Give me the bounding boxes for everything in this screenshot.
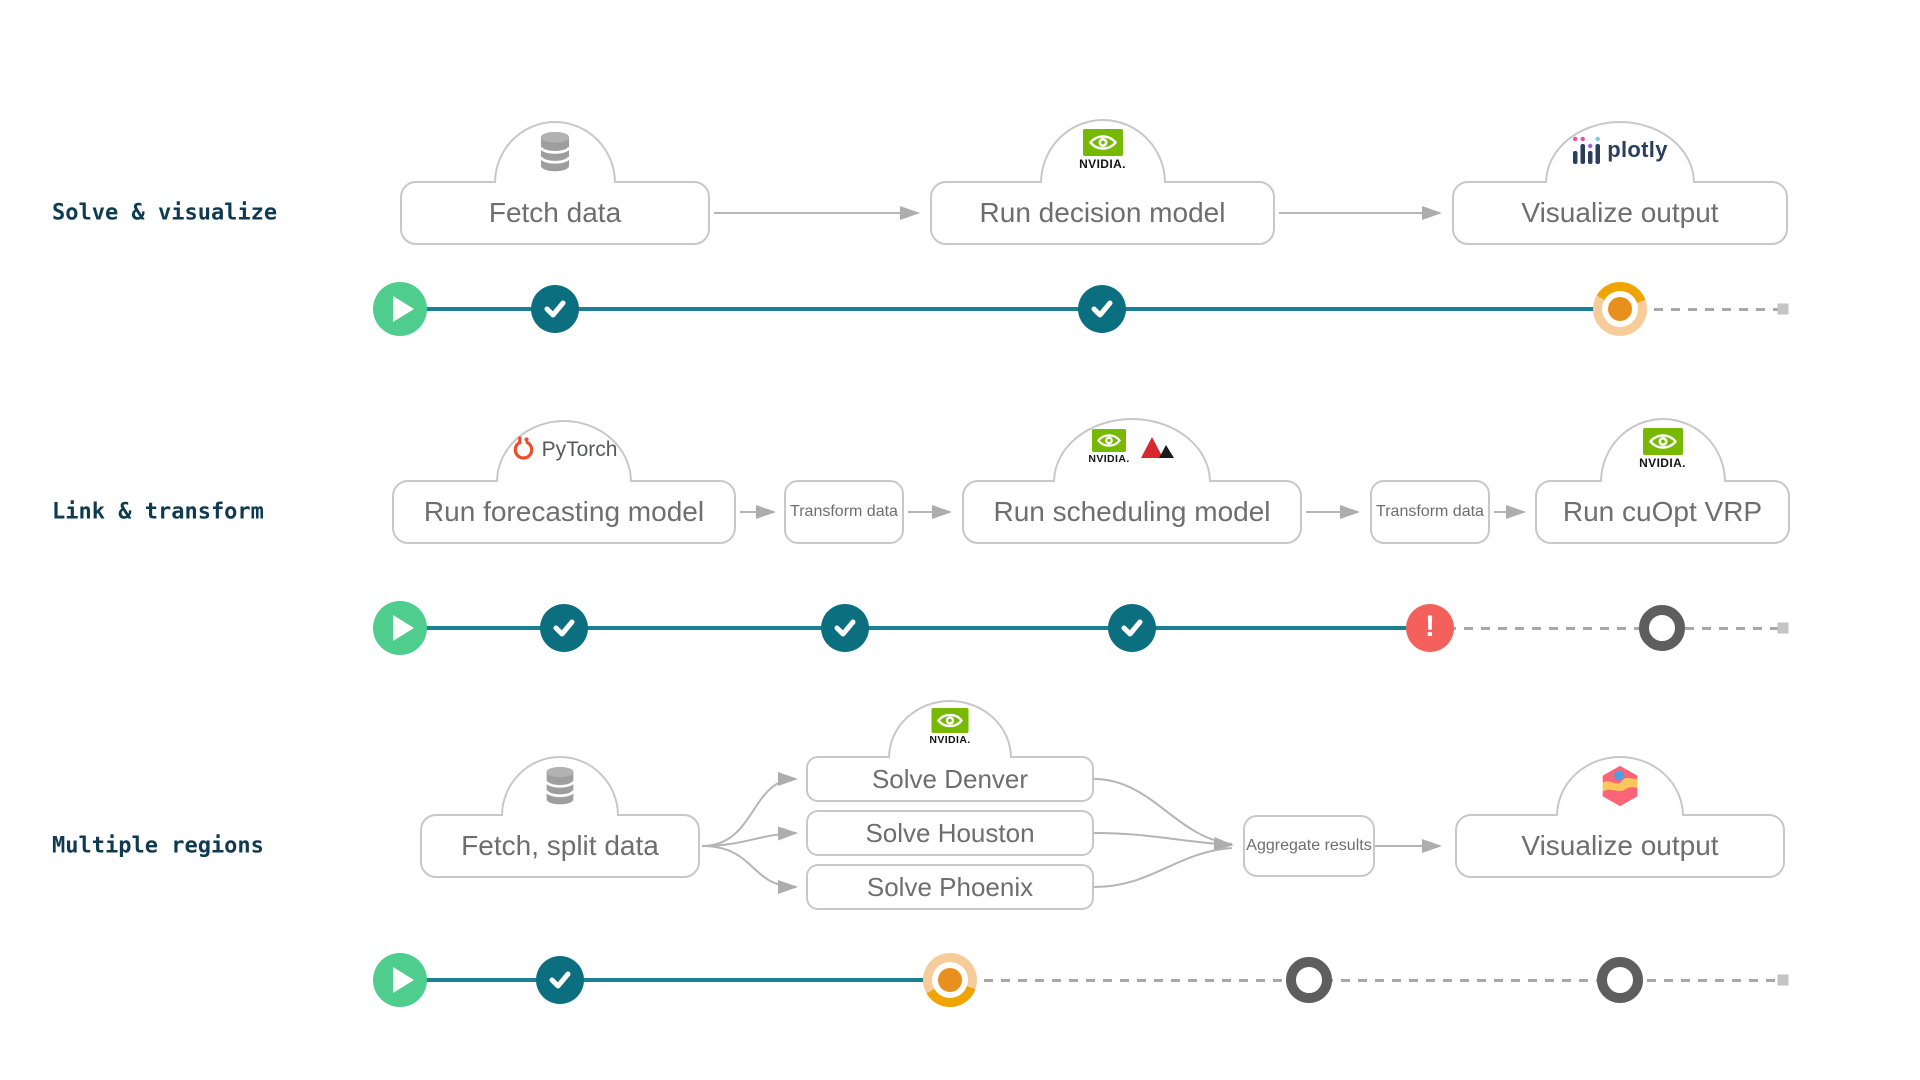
node-transform-data-2: Transform data <box>1370 480 1490 544</box>
node-label: Fetch, split data <box>461 830 659 861</box>
node-label: Visualize output <box>1521 830 1719 861</box>
row-label-solve-visualize: Solve & visualize <box>52 200 278 226</box>
node-transform-data-1: Transform data <box>784 480 904 544</box>
node-label: Transform data <box>790 503 898 520</box>
mountains-logo-icon <box>1140 437 1174 458</box>
row-label-multiple-regions: Multiple regions <box>52 833 264 859</box>
nvidia-wordmark: NVIDIA. <box>1079 157 1126 171</box>
play-icon <box>373 601 427 655</box>
pending-icon <box>1639 605 1685 651</box>
end-marker <box>1777 303 1789 315</box>
node-fetch-data: Fetch data <box>400 121 710 245</box>
check-icon <box>536 956 584 1004</box>
nvidia-wordmark: NVIDIA. <box>1639 456 1686 470</box>
node-visualize-output: plotly Visualize output <box>1452 121 1788 245</box>
node-label: Fetch data <box>488 197 622 228</box>
pending-icon <box>1286 957 1332 1003</box>
node-label: Aggregate results <box>1246 837 1372 854</box>
node-label: Visualize output <box>1521 197 1719 228</box>
node-label: Solve Phoenix <box>866 871 1034 902</box>
node-run-cuopt-vrp: NVIDIA. Run cuOpt VRP <box>1535 418 1790 544</box>
plotly-wordmark: plotly <box>1607 137 1668 162</box>
check-icon <box>1078 285 1126 333</box>
node-visualize-output-regions: Visualize output <box>1455 756 1785 878</box>
node-run-scheduling-model: NVIDIA. Run scheduling model <box>962 418 1302 544</box>
check-icon <box>531 285 579 333</box>
error-icon: ! <box>1406 604 1454 652</box>
node-label: Solve Denver <box>871 763 1029 794</box>
node-label: Transform data <box>1376 503 1484 520</box>
node-run-forecasting-model: PyTorch Run forecasting model <box>392 420 736 544</box>
node-label: Run decision model <box>979 197 1226 228</box>
nvidia-wordmark: NVIDIA. <box>929 734 971 746</box>
node-fetch-split-data: Fetch, split data <box>420 756 700 878</box>
play-icon <box>373 282 427 336</box>
nvidia-wordmark: NVIDIA. <box>1088 453 1130 465</box>
row-label-link-transform: Link & transform <box>52 499 264 525</box>
pending-icon <box>1597 957 1643 1003</box>
node-solve-denver: NVIDIA. Solve Denver <box>806 700 1094 802</box>
end-marker <box>1777 622 1789 634</box>
check-icon <box>540 604 588 652</box>
check-icon <box>1108 604 1156 652</box>
running-icon <box>1593 282 1647 336</box>
check-icon <box>821 604 869 652</box>
end-marker <box>1777 974 1789 986</box>
node-label: Run cuOpt VRP <box>1562 496 1763 527</box>
node-label: Solve Houston <box>865 817 1035 848</box>
node-solve-houston: Solve Houston <box>806 810 1094 856</box>
node-aggregate-results: Aggregate results <box>1243 815 1375 877</box>
pytorch-wordmark: PyTorch <box>541 438 618 461</box>
play-icon <box>373 953 427 1007</box>
node-solve-phoenix: Solve Phoenix <box>806 864 1094 910</box>
running-icon <box>923 953 977 1007</box>
node-run-decision-model: NVIDIA. Run decision model <box>930 119 1275 245</box>
node-label: Run forecasting model <box>423 496 705 527</box>
node-label: Run scheduling model <box>993 496 1271 527</box>
